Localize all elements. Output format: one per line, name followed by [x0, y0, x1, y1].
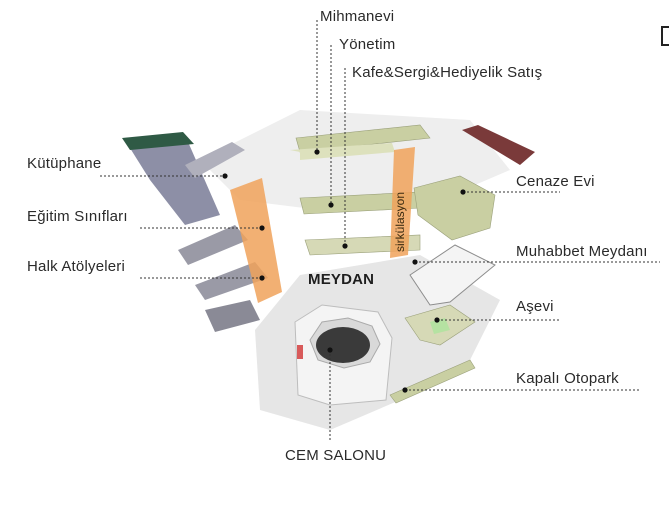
label-halk: Halk Atölyeleri — [27, 258, 126, 275]
library-stair — [185, 142, 245, 178]
dot-kafe — [342, 243, 348, 249]
label-cem-salonu: CEM SALONU — [285, 447, 387, 464]
dot-cenaze — [460, 189, 466, 195]
circulation-tower-right — [390, 147, 415, 258]
label-otopark: Kapalı Otopark — [516, 370, 619, 387]
label-cenaze: Cenaze Evi — [516, 173, 595, 190]
label-yonetim: Yönetim — [339, 36, 396, 53]
cem-salonu-center — [316, 327, 370, 363]
dot-egitim — [259, 225, 265, 231]
label-asevi: Aşevi — [516, 298, 554, 315]
top-wing-roof — [290, 143, 395, 160]
dot-muhabbet — [412, 259, 418, 265]
left-block-middle — [195, 262, 268, 300]
dot-kutuphane — [222, 173, 228, 179]
label-egitim: Eğitim Sınıfları — [27, 208, 128, 225]
muhabbet-courtyard — [409, 244, 496, 306]
label-muhabbet: Muhabbet Meydanı — [516, 243, 648, 260]
otopark-wall — [389, 359, 476, 404]
leader-dots — [222, 149, 466, 393]
cem-salonu-door — [297, 345, 303, 359]
dot-otopark — [402, 387, 408, 393]
label-mihmanevi: Mihmanevi — [320, 8, 395, 25]
label-meydan: MEYDAN — [308, 271, 375, 288]
left-block-lower — [205, 300, 260, 332]
circulation-tower-left — [230, 178, 282, 303]
label-sirkulasyon: sirkülasyon — [393, 191, 407, 252]
dot-mihmanevi — [314, 149, 320, 155]
left-block-upper — [178, 225, 248, 265]
top-wing-wall — [295, 124, 431, 153]
cenaze-evi-block — [413, 175, 496, 241]
label-kafe: Kafe&Sergi&Hediyelik Satış — [352, 64, 543, 81]
dot-cem — [327, 347, 333, 353]
leader-lines — [100, 20, 660, 440]
frame-corner — [661, 26, 669, 46]
dot-halk — [259, 275, 265, 281]
label-kutuphane: Kütüphane — [27, 155, 102, 172]
asevi-green — [430, 318, 450, 334]
dot-asevi — [434, 317, 440, 323]
library-roof — [122, 132, 194, 150]
cenaze-roof — [462, 125, 535, 165]
dot-yonetim — [328, 202, 334, 208]
library-block — [125, 135, 220, 225]
